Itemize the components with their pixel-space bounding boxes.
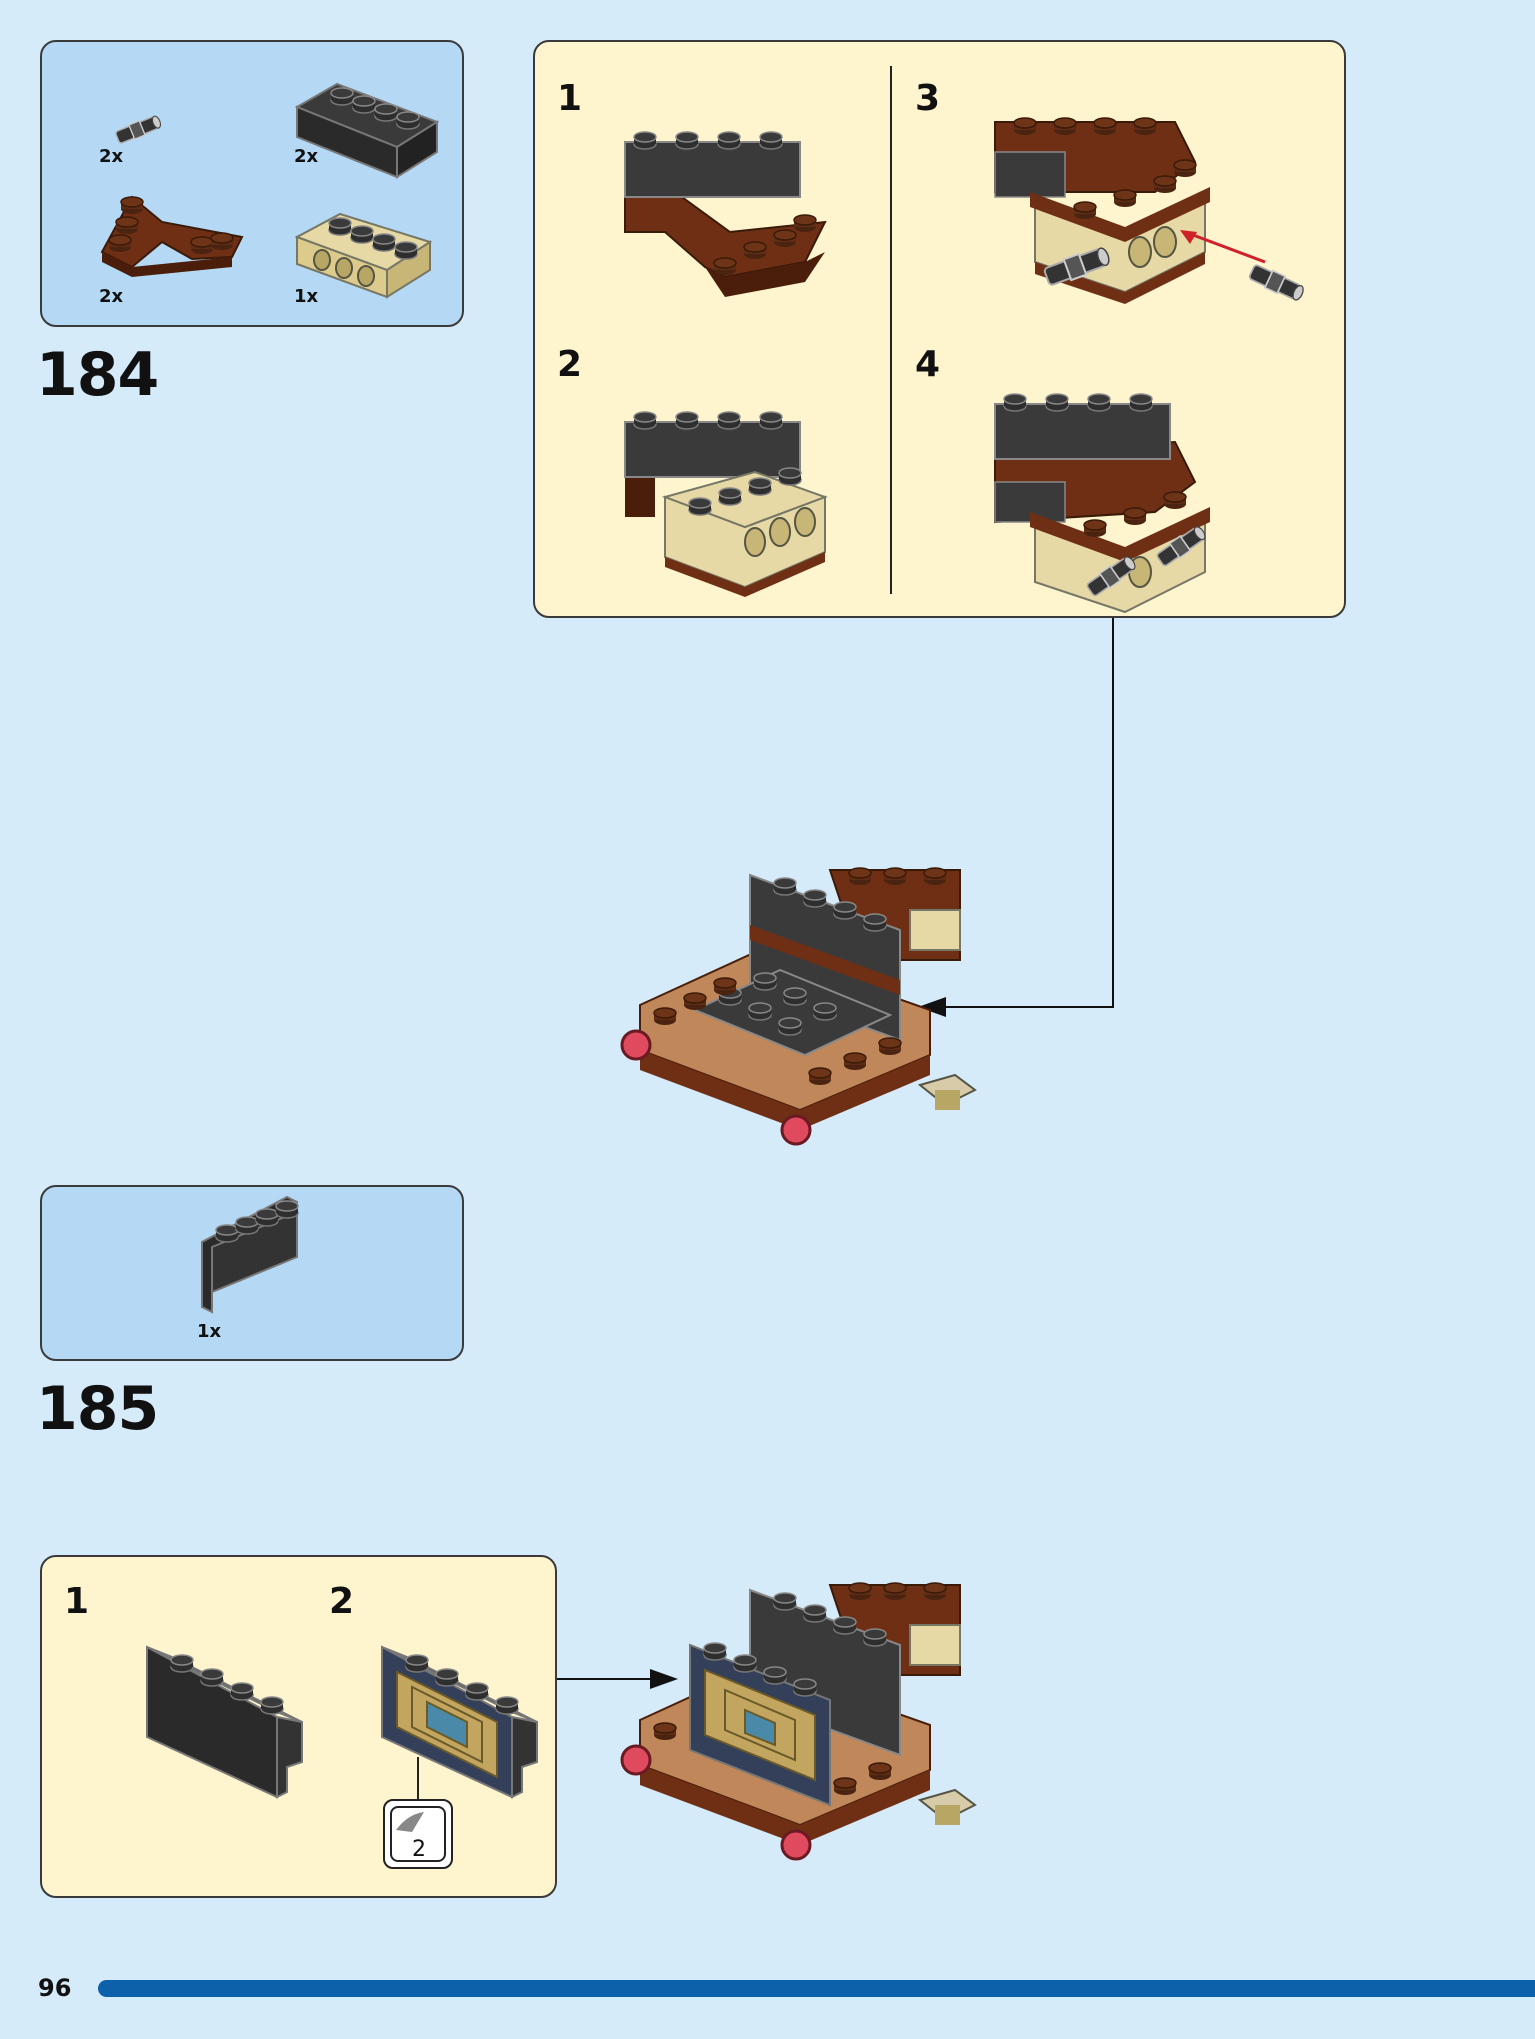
substep-number: 1 <box>64 1581 90 1622</box>
part-qty: 2x <box>294 146 319 167</box>
substep-number: 1 <box>557 78 583 119</box>
parts-list-184: 2x 2x 2x 1x <box>40 40 464 327</box>
sticker-icon <box>390 1806 446 1862</box>
black-brick-1x4-icon <box>294 82 440 179</box>
sticker-number: 2 <box>412 1837 426 1862</box>
part-qty: 1x <box>294 286 319 307</box>
substep-2-illustration <box>381 1645 538 1799</box>
sticker-peel-icon <box>396 1812 424 1832</box>
substep-number: 4 <box>915 344 941 385</box>
main-model-184-illustration <box>620 867 977 1146</box>
part-qty: 1x <box>197 1321 222 1342</box>
main-model-185-illustration <box>620 1582 977 1861</box>
sticker-pointer <box>417 1757 419 1801</box>
callout-arrow <box>918 997 946 1017</box>
substep-2-illustration <box>624 411 828 597</box>
part-qty: 2x <box>99 146 124 167</box>
callout-line <box>940 1006 1114 1008</box>
sub-assembly-185: 1 2 2 <box>40 1555 557 1898</box>
tan-technic-brick-icon <box>294 212 433 299</box>
brown-wedge-plate-icon <box>100 195 244 277</box>
step-number: 184 <box>36 340 159 410</box>
substep-3-illustration <box>994 117 1307 304</box>
page-bar <box>98 1980 1535 1997</box>
black-panel-1x4x2-icon <box>201 1195 299 1314</box>
substep-number: 2 <box>329 1581 355 1622</box>
part-qty: 2x <box>99 286 124 307</box>
substep-number: 2 <box>557 344 583 385</box>
page-number: 96 <box>38 1974 72 2002</box>
callout-line <box>1112 618 1114 1008</box>
substep-1-illustration <box>624 131 827 297</box>
callout-line <box>557 1678 657 1680</box>
callout-arrow <box>650 1669 678 1689</box>
parts-list-185: 1x <box>40 1185 464 1361</box>
divider <box>890 66 892 594</box>
substep-number: 3 <box>915 78 941 119</box>
sub-assembly-184: 1 2 3 4 <box>533 40 1346 618</box>
step-number: 185 <box>36 1374 159 1444</box>
sticker-callout <box>383 1799 453 1869</box>
substep-1-illustration <box>146 1645 303 1799</box>
substep-4-illustration <box>994 393 1210 614</box>
